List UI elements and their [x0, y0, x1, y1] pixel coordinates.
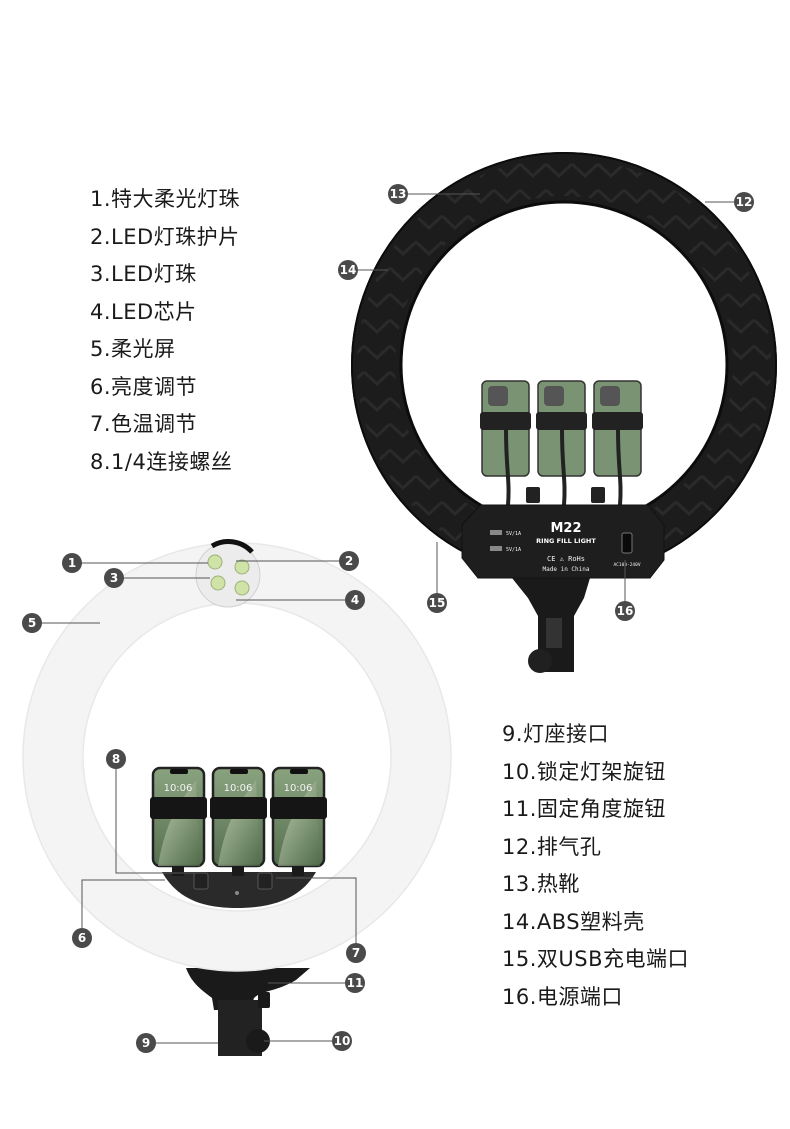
label-item: 11.固定角度旋钮	[502, 797, 666, 821]
led-bead	[210, 575, 226, 591]
callout-badge-15: 15	[427, 593, 447, 613]
callout-badge-11: 11	[345, 973, 365, 993]
svg-text:10: 10	[334, 1034, 351, 1048]
label-item: 15.双USB充电端口	[502, 947, 690, 971]
knob	[591, 487, 605, 503]
callout-badges: 1 2 3 4 5 6 7 8 9 10 11 12 13 14 15 16	[22, 184, 754, 1053]
svg-text:1: 1	[68, 556, 76, 570]
svg-text:13: 13	[390, 187, 407, 201]
lock-knob	[246, 1029, 270, 1053]
callout-badge-16: 16	[615, 601, 635, 621]
callout-badge-2: 2	[339, 551, 359, 571]
label-item: 16.电源端口	[502, 984, 623, 1009]
front-phones: 10:06 10:06 10:06	[150, 766, 327, 890]
dark-knob	[528, 649, 552, 673]
label-item: 12.排气孔	[502, 834, 602, 859]
dark-bolt	[546, 618, 562, 648]
label-item: 3.LED灯珠	[90, 262, 197, 286]
led-bead	[234, 559, 250, 575]
svg-text:14: 14	[340, 263, 357, 277]
usb-label: 5V/1A	[506, 547, 521, 553]
led-bead	[234, 580, 250, 596]
gooseneck	[560, 429, 567, 506]
phone-clamp	[150, 797, 207, 819]
label-item: 2.LED灯珠护片	[90, 224, 240, 249]
cert-marks: CE ⚠ RoHs	[547, 555, 585, 563]
phone-clamp	[536, 412, 587, 430]
usb-label: 5V/1A	[506, 531, 521, 537]
callout-badge-7: 7	[346, 943, 366, 963]
phone-clock: 10:06	[224, 783, 253, 794]
svg-text:4: 4	[351, 593, 359, 607]
white-ring-light: 10:06 10:06 10:06	[22, 539, 452, 1056]
label-item: 4.LED芯片	[90, 299, 197, 324]
dark-phones	[480, 380, 643, 506]
label-item: 5.柔光屏	[90, 337, 176, 361]
gooseneck	[616, 429, 623, 506]
callout-badge-10: 10	[332, 1031, 352, 1051]
callout-badge-4: 4	[345, 590, 365, 610]
callout-badge-13: 13	[388, 184, 408, 204]
model-subtitle: RING FILL LIGHT	[536, 537, 596, 545]
callout-leaders	[32, 193, 744, 1044]
callout-badge-9: 9	[136, 1033, 156, 1053]
gooseneck	[504, 429, 511, 506]
phone-clock: 10:06	[164, 783, 193, 794]
label-item: 13.热靴	[502, 872, 580, 896]
white-mount	[186, 968, 310, 1010]
phone-clamp	[270, 797, 327, 819]
label-item: 14.ABS塑料壳	[502, 909, 645, 934]
label-item: 8.1/4连接螺丝	[90, 449, 233, 474]
label-item: 10.锁定灯架旋钮	[502, 759, 666, 784]
led-closeup	[195, 539, 261, 608]
dark-ring-light: 5V/1A 5V/1A M22 RING FILL LIGHT CE ⚠ RoH…	[351, 152, 777, 673]
svg-text:8: 8	[112, 752, 120, 766]
svg-text:15: 15	[429, 596, 446, 610]
label-item: 6.亮度调节	[90, 374, 198, 399]
svg-text:16: 16	[617, 604, 634, 618]
callout-badge-1: 1	[62, 553, 82, 573]
callout-badge-12: 12	[734, 192, 754, 212]
svg-text:9: 9	[142, 1036, 150, 1050]
usb-port	[490, 546, 502, 551]
knob	[526, 487, 540, 503]
origin-text: Made in China	[543, 566, 590, 573]
svg-text:11: 11	[347, 976, 364, 990]
knob	[257, 872, 273, 890]
knob	[193, 872, 209, 890]
labels-bottom-list: 9.灯座接口 10.锁定灯架旋钮 11.固定角度旋钮 12.排气孔 13.热靴 …	[502, 716, 689, 1016]
power-port	[621, 532, 633, 554]
phone-clock: 10:06	[284, 783, 313, 794]
callout-badge-3: 3	[104, 568, 124, 588]
label-item: 1.特大柔光灯珠	[90, 187, 241, 211]
svg-text:12: 12	[736, 195, 753, 209]
labels-top-list: 1.特大柔光灯珠 2.LED灯珠护片 3.LED灯珠 4.LED芯片 5.柔光屏…	[90, 181, 240, 481]
usb-port	[490, 530, 502, 535]
svg-text:5: 5	[28, 616, 36, 630]
angle-knob	[258, 992, 270, 1008]
power-label: AC100-240V	[613, 562, 640, 568]
phone-clamp	[210, 797, 267, 819]
model-name: M22	[550, 521, 581, 536]
svg-text:3: 3	[110, 571, 118, 585]
callout-badge-6: 6	[72, 928, 92, 948]
svg-text:6: 6	[78, 931, 86, 945]
phone-clamp	[480, 412, 531, 430]
callout-badge-5: 5	[22, 613, 42, 633]
led-bead	[207, 554, 223, 570]
label-item: 7.色温调节	[90, 412, 198, 436]
phone-clamp	[592, 412, 643, 430]
svg-text:7: 7	[352, 946, 360, 960]
svg-text:2: 2	[345, 554, 353, 568]
control-panel	[461, 504, 665, 579]
callout-badge-8: 8	[106, 749, 126, 769]
callout-badge-14: 14	[338, 260, 358, 280]
label-item: 9.灯座接口	[502, 722, 610, 746]
